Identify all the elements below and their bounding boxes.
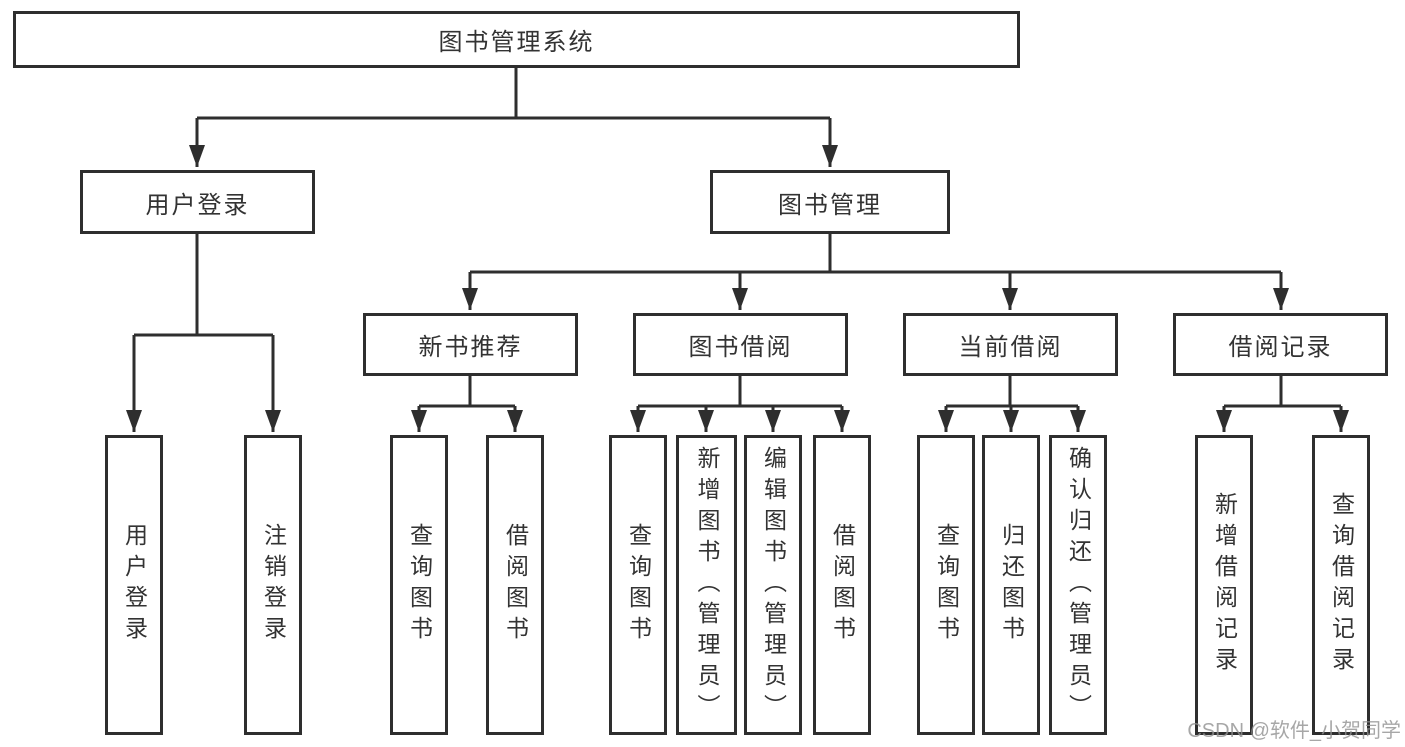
leaf-br-query-record: 查询借阅记录: [1312, 435, 1370, 735]
leaf-user-login: 用户登录: [105, 435, 163, 735]
leaf-bb-edit-books-admin: 编辑图书（管理员）: [744, 435, 802, 735]
leaf-nb-query-books-label: 查询图书: [406, 523, 433, 647]
leaf-cb-return-books-label: 归还图书: [998, 523, 1025, 647]
leaf-bb-borrow-books-label: 借阅图书: [829, 523, 856, 647]
leaf-user-login-label: 用户登录: [121, 523, 148, 647]
leaf-cb-query-books: 查询图书: [917, 435, 975, 735]
leaf-cb-confirm-return-admin: 确认归还（管理员）: [1049, 435, 1107, 735]
leaf-bb-add-books-admin-label: 新增图书（管理员）: [694, 445, 720, 725]
node-current-borrow: 当前借阅: [903, 313, 1118, 376]
node-borrow-records: 借阅记录: [1173, 313, 1388, 376]
node-user-login: 用户登录: [80, 170, 315, 234]
node-borrow-records-label: 借阅记录: [1228, 334, 1333, 361]
node-book-management: 图书管理: [710, 170, 950, 234]
node-new-book-recommend-label: 新书推荐: [418, 334, 523, 361]
node-book-borrow: 图书借阅: [633, 313, 848, 376]
leaf-bb-query-books-label: 查询图书: [625, 523, 652, 647]
leaf-bb-add-books-admin: 新增图书（管理员）: [676, 435, 737, 735]
leaf-logout-label: 注销登录: [260, 523, 287, 647]
node-user-login-label: 用户登录: [145, 191, 250, 219]
leaf-bb-edit-books-admin-label: 编辑图书（管理员）: [760, 445, 787, 725]
node-book-management-label: 图书管理: [778, 191, 882, 219]
leaf-nb-query-books: 查询图书: [390, 435, 448, 735]
leaf-br-query-record-label: 查询借阅记录: [1328, 492, 1355, 678]
node-root-system-label: 图书管理系统: [438, 29, 595, 56]
leaf-br-add-record: 新增借阅记录: [1195, 435, 1253, 735]
leaf-cb-return-books: 归还图书: [982, 435, 1040, 735]
node-new-book-recommend: 新书推荐: [363, 313, 578, 376]
leaf-bb-borrow-books: 借阅图书: [813, 435, 871, 735]
leaf-logout: 注销登录: [244, 435, 302, 735]
csdn-watermark: CSDN @软件_小贺同学: [1187, 720, 1401, 742]
leaf-nb-borrow-books: 借阅图书: [486, 435, 544, 735]
leaf-cb-confirm-return-admin-label: 确认归还（管理员）: [1065, 445, 1092, 725]
leaf-br-add-record-label: 新增借阅记录: [1211, 492, 1238, 678]
node-root-system: 图书管理系统: [13, 11, 1020, 68]
node-book-borrow-label: 图书借阅: [688, 334, 793, 361]
node-current-borrow-label: 当前借阅: [958, 334, 1063, 361]
leaf-cb-query-books-label: 查询图书: [933, 523, 960, 647]
leaf-bb-query-books: 查询图书: [609, 435, 667, 735]
leaf-nb-borrow-books-label: 借阅图书: [502, 523, 529, 647]
